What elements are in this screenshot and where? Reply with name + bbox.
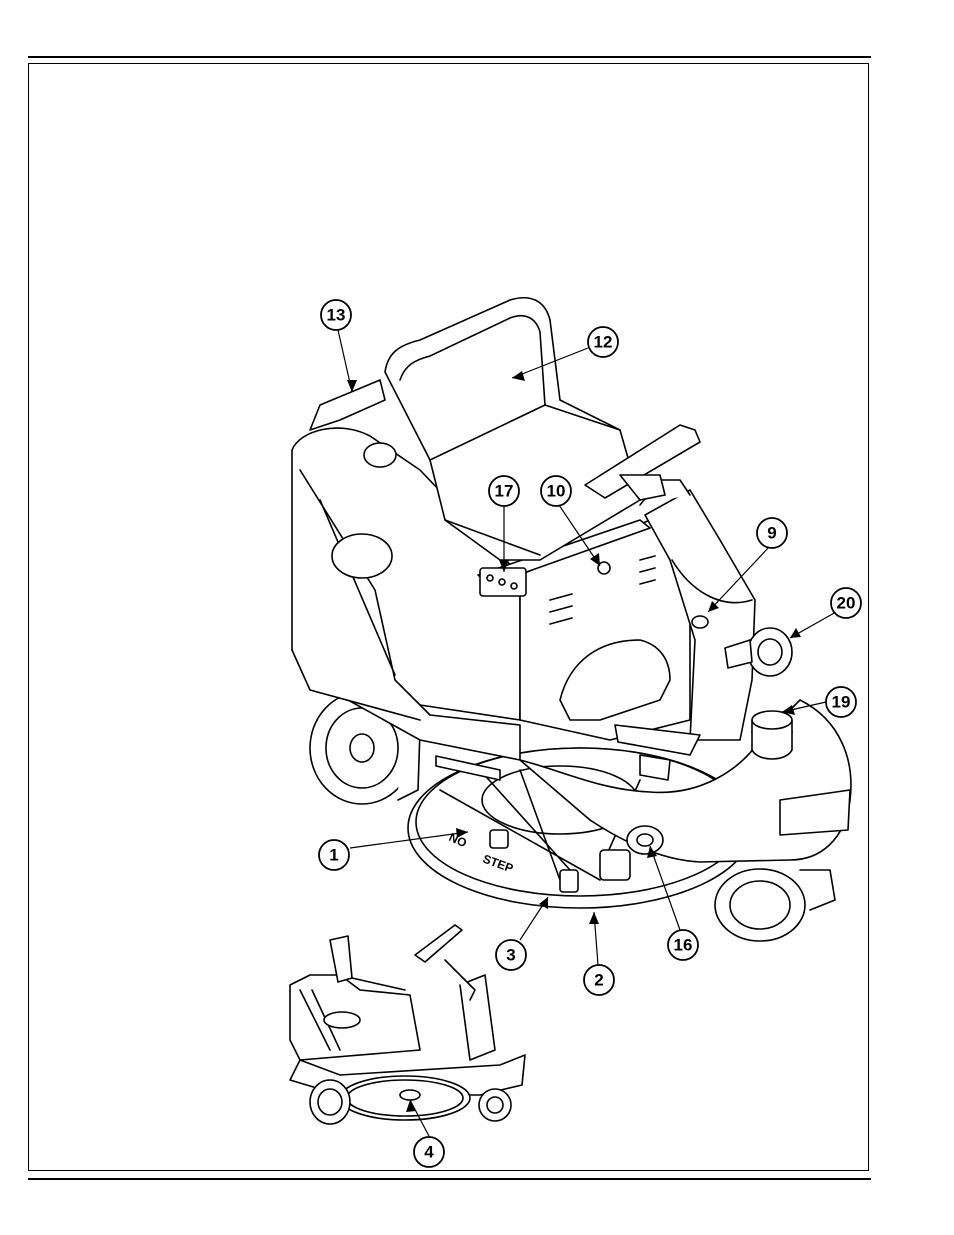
callout-4: 4: [414, 1137, 444, 1167]
callout-2: 2: [584, 965, 614, 995]
callout-13: 13: [321, 300, 351, 330]
callout-20: 20: [831, 588, 861, 618]
svg-text:16: 16: [674, 936, 693, 955]
svg-text:2: 2: [594, 971, 603, 990]
fill-port: [752, 711, 792, 759]
svg-text:17: 17: [495, 482, 514, 501]
callout-16: 16: [668, 930, 698, 960]
callout-1: 1: [319, 840, 349, 870]
front-caster: [715, 869, 835, 941]
svg-text:1: 1: [329, 846, 338, 865]
svg-text:9: 9: [767, 524, 776, 543]
svg-text:3: 3: [506, 946, 515, 965]
callout-9: 9: [757, 518, 787, 548]
inset-side-view: [290, 925, 525, 1124]
callout-12: 12: [588, 327, 618, 357]
callout-17: 17: [489, 476, 519, 506]
svg-text:4: 4: [424, 1143, 434, 1162]
horn-button: [692, 616, 708, 628]
svg-text:19: 19: [832, 693, 851, 712]
svg-text:12: 12: [594, 333, 613, 352]
svg-text:10: 10: [547, 482, 566, 501]
callout-19: 19: [826, 687, 856, 717]
svg-text:20: 20: [837, 594, 856, 613]
callout-3: 3: [496, 940, 526, 970]
svg-text:13: 13: [327, 306, 346, 325]
callout-10: 10: [541, 476, 571, 506]
